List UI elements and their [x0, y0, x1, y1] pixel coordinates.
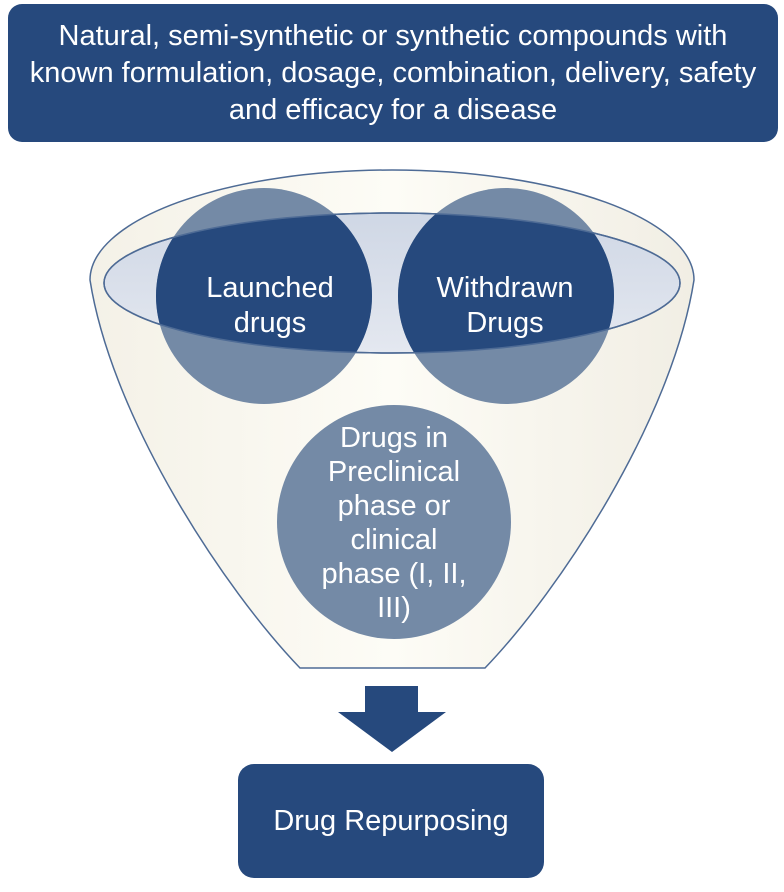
compounds-description-text: Natural, semi-synthetic or synthetic com…: [29, 19, 757, 126]
launched-drugs-label: Launched drugs: [206, 272, 334, 339]
down-arrow-icon: [338, 686, 446, 752]
preclinical-drugs-circle: [277, 405, 511, 639]
drug-repurposing-box: Drug Repurposing: [238, 764, 544, 878]
preclinical-drugs-label: Drugs in Preclinical phase or clinical p…: [321, 422, 467, 624]
drug-repurposing-text: Drug Repurposing: [273, 804, 509, 837]
withdrawn-drugs-label: Withdrawn Drugs: [436, 272, 574, 339]
funnel-rim-outline: [103, 212, 681, 354]
compounds-description-box: Natural, semi-synthetic or synthetic com…: [8, 4, 778, 142]
